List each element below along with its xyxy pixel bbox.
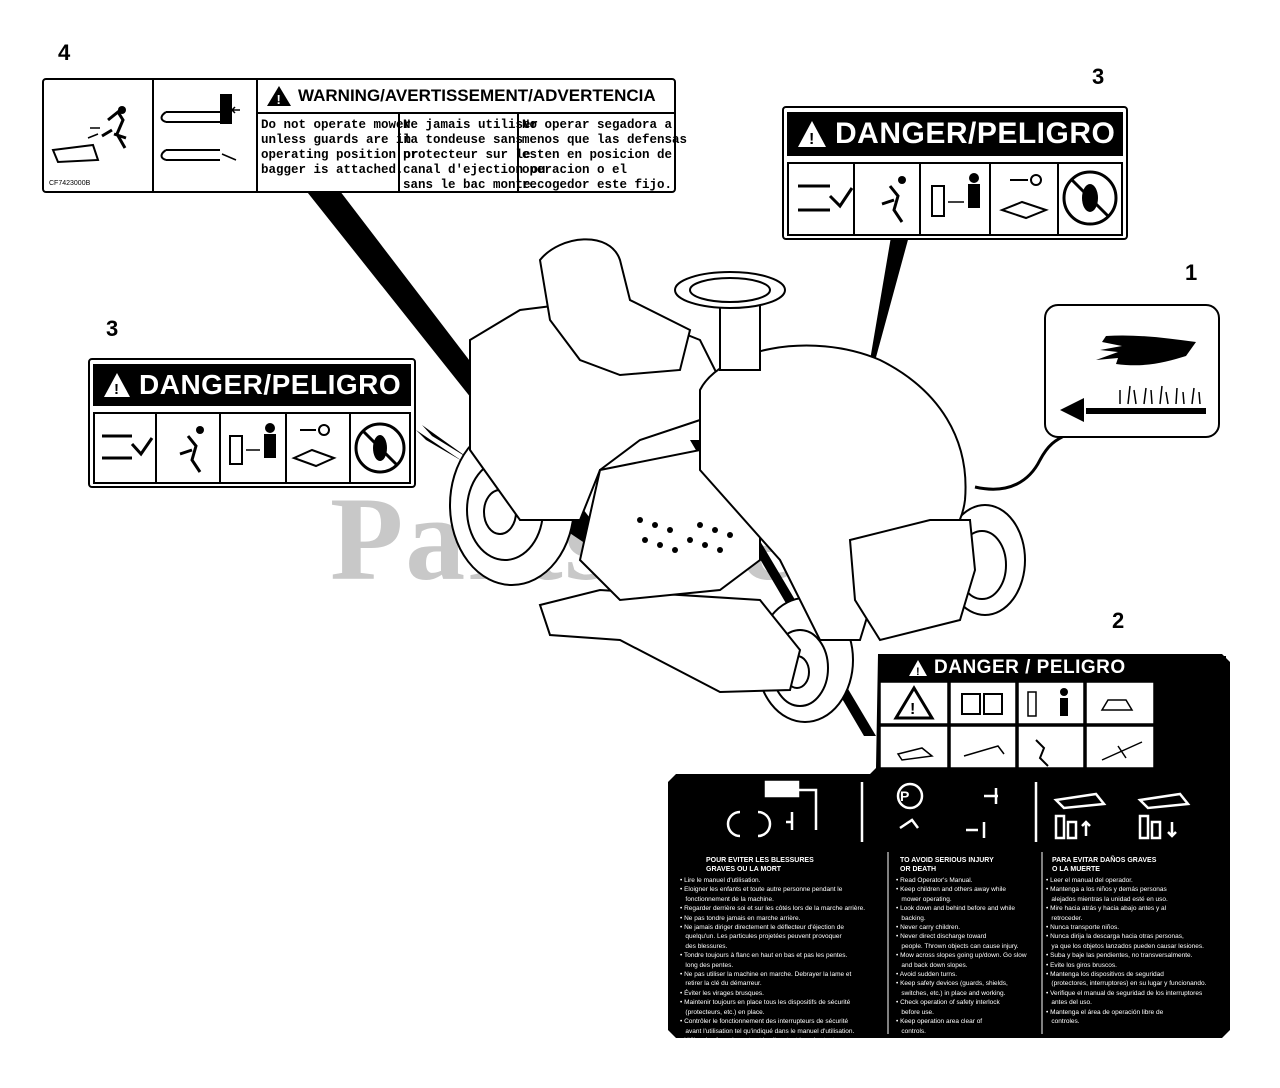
french-safety-text: • Lire le manuel d'utilisation. • Eloign…	[680, 877, 866, 1054]
decal-1-hand-cutting	[1044, 304, 1220, 438]
callout-number-4: 4	[58, 40, 71, 65]
warning-triangle-icon: !	[267, 86, 291, 107]
discharge-guard-icon	[160, 94, 240, 161]
warning-triangle-icon: !	[798, 121, 826, 148]
svg-text:!: !	[809, 131, 815, 148]
spanish-heading: PARA EVITAR DAÑOS GRAVES O LA MUERTE	[1052, 857, 1157, 873]
leader-line-decal-1	[974, 432, 1069, 491]
warning-triangle-icon: !	[909, 660, 927, 677]
callout-number-3-right: 3	[1092, 64, 1105, 89]
decal-2-title-bar: ! DANGER / PELIGRO	[880, 656, 1226, 680]
divider	[517, 112, 519, 191]
decal-part-number: CF7423000B	[49, 180, 91, 187]
divider	[152, 80, 154, 191]
decal-4-warning: CF7423000B ! WARNING/AVERTISSEMENT/ADVER…	[42, 78, 687, 193]
divider	[398, 112, 400, 191]
thrown-objects-icon	[51, 106, 127, 164]
divider	[256, 80, 258, 191]
warning-text-english: Do not operate mower unless guards are i…	[261, 118, 419, 177]
svg-text:!: !	[277, 92, 281, 107]
callout-number-3-left: 3	[106, 316, 119, 341]
decal-3-title: DANGER/PELIGRO	[139, 369, 402, 400]
svg-text:!: !	[910, 701, 915, 718]
decal-3-danger-left: ! DANGER/PELIGRO	[88, 358, 416, 488]
french-heading: POUR EVITER LES BLESSURES GRAVES OU LA M…	[706, 857, 814, 873]
warning-text-french: Ne jamais utiliser la tondeuse sans prot…	[403, 118, 546, 192]
english-heading: TO AVOID SERIOUS INJURY OR DEATH	[900, 857, 994, 873]
svg-text:P: P	[900, 788, 909, 804]
callout-number-2: 2	[1112, 608, 1125, 633]
english-safety-text: • Read Operator's Manual. • Keep childre…	[896, 877, 1027, 1035]
decal-2-danger-panel: ! P	[668, 654, 1230, 1038]
svg-text:!: !	[916, 666, 920, 677]
thrown-object-person-icon	[853, 162, 921, 236]
decal-3-danger-right: ! DANGER/PELIGRO	[782, 106, 1128, 240]
divider	[256, 112, 674, 114]
decal-2-title: DANGER / PELIGRO	[934, 657, 1126, 678]
hand-over-grass-icon	[1060, 335, 1206, 422]
decal-3-title: DANGER/PELIGRO	[835, 117, 1116, 150]
warning-triangle-icon: !	[104, 373, 130, 398]
callout-number-1: 1	[1185, 260, 1198, 285]
svg-text:!: !	[114, 381, 120, 398]
leader-line-decal-3-right	[868, 225, 912, 372]
decal-4-title: WARNING/AVERTISSEMENT/ADVERTENCIA	[298, 86, 656, 105]
spanish-safety-text: • Leer el manual del operador. • Manteng…	[1046, 877, 1207, 1026]
warning-text-spanish: No operar segadora a menos que las defen…	[522, 118, 688, 192]
